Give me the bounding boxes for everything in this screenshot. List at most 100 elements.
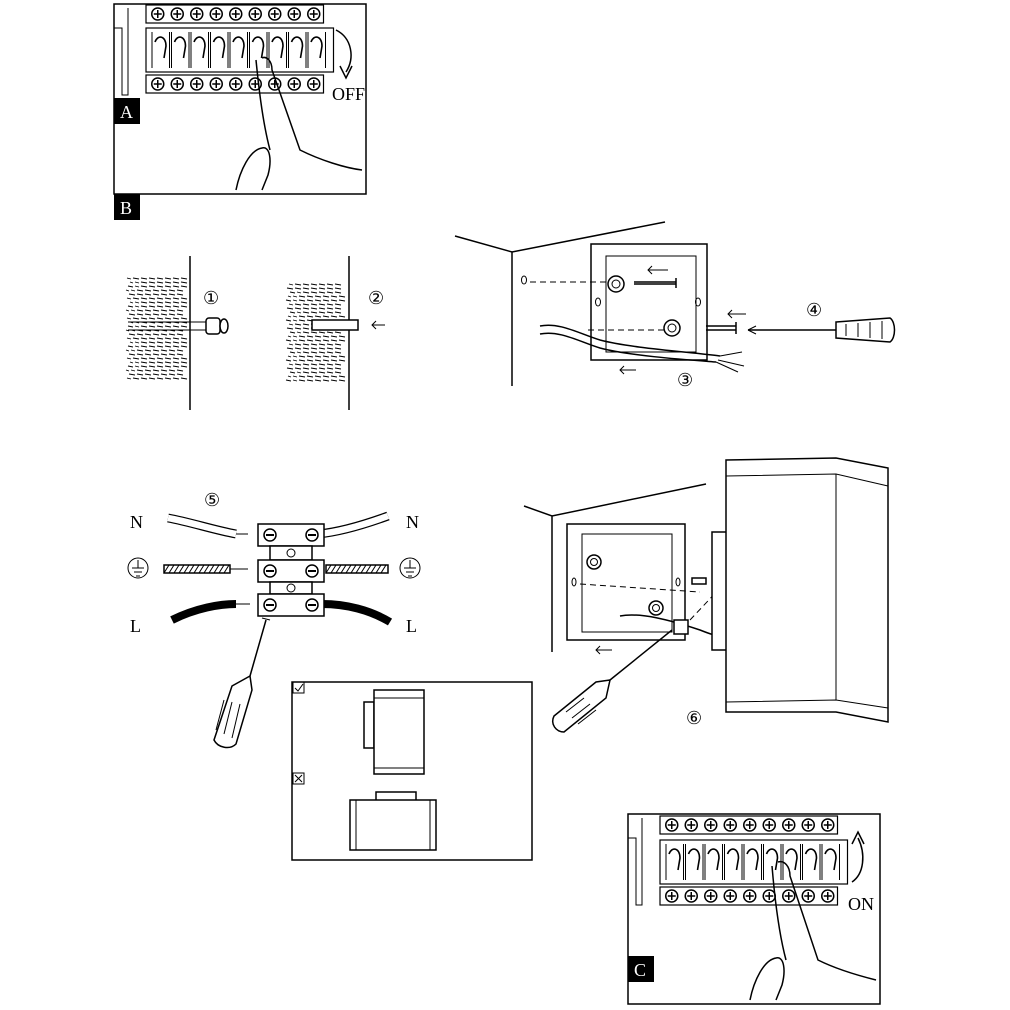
screw-slot bbox=[784, 892, 793, 900]
wall-lamp bbox=[725, 457, 889, 723]
ground-icon bbox=[127, 557, 149, 579]
tag-b bbox=[114, 194, 140, 220]
din-rail bbox=[628, 818, 643, 906]
live-wire bbox=[170, 600, 237, 624]
breaker-divider bbox=[190, 32, 209, 68]
step-5-number: ⑤ bbox=[204, 490, 220, 510]
arrow-up-icon bbox=[851, 837, 864, 883]
breaker-housing bbox=[659, 839, 849, 885]
screw-slot bbox=[251, 10, 260, 18]
screw-slot bbox=[745, 821, 754, 829]
breaker-lever bbox=[232, 36, 245, 59]
screw-slot bbox=[290, 10, 299, 18]
screw-slot bbox=[765, 892, 774, 900]
terminal-row-bottom bbox=[145, 74, 325, 94]
live-right-label: L bbox=[406, 616, 417, 636]
breaker-divider bbox=[171, 32, 190, 68]
wall-corner bbox=[454, 221, 666, 386]
screw-slot bbox=[765, 821, 774, 829]
breaker-divider bbox=[268, 32, 287, 68]
earth-wire bbox=[325, 564, 389, 574]
tag-c bbox=[628, 956, 654, 982]
step-4-number: ④ bbox=[806, 300, 822, 320]
breaker-lever bbox=[290, 36, 304, 59]
live-left-label: L bbox=[130, 616, 141, 636]
screw-slot bbox=[667, 821, 676, 829]
screw-slot bbox=[153, 10, 162, 18]
step-6-number: ⑥ bbox=[686, 708, 702, 728]
screw-slot bbox=[823, 892, 832, 900]
breaker-lever bbox=[212, 36, 226, 59]
breaker-divider bbox=[249, 32, 268, 68]
screw-slot bbox=[823, 821, 832, 829]
lamp-wrong bbox=[349, 791, 437, 851]
orientation-box bbox=[291, 681, 533, 861]
hand-icon bbox=[235, 147, 271, 191]
breaker-divider bbox=[704, 844, 723, 880]
breaker-lever bbox=[726, 848, 740, 871]
terminal-row-bottom bbox=[659, 886, 839, 906]
breaker-divider bbox=[307, 32, 326, 68]
screw bbox=[691, 577, 707, 585]
screw-slot bbox=[309, 80, 318, 88]
screwdriver-icon bbox=[213, 617, 271, 749]
wall-corner bbox=[523, 483, 707, 652]
screw-slot bbox=[687, 892, 696, 900]
breaker-divider bbox=[821, 844, 840, 880]
breaker-bank bbox=[659, 839, 849, 885]
screw-slot bbox=[192, 80, 201, 88]
screw-slot bbox=[270, 10, 279, 18]
screw bbox=[706, 325, 736, 331]
screw-slot bbox=[212, 80, 221, 88]
neutral-right-label: N bbox=[406, 512, 419, 532]
step-5-wiring: ⑤ N N L L bbox=[127, 490, 421, 749]
check-icon bbox=[292, 681, 305, 694]
breaker-lever bbox=[765, 848, 779, 871]
lamp-correct bbox=[363, 689, 425, 775]
arrow-left-icon bbox=[647, 265, 668, 275]
drill-bit bbox=[128, 321, 208, 331]
breaker-divider bbox=[210, 32, 229, 68]
breaker-housing bbox=[145, 27, 335, 73]
screwdriver-icon bbox=[552, 629, 673, 733]
screw-slot bbox=[290, 80, 299, 88]
breaker-bank bbox=[145, 27, 335, 73]
screw-slot bbox=[231, 80, 240, 88]
neutral-left-label: N bbox=[130, 512, 143, 532]
breaker-divider bbox=[229, 32, 248, 68]
arrow-left-icon bbox=[619, 365, 636, 375]
breaker-lever bbox=[154, 36, 167, 59]
screw-slot bbox=[726, 821, 735, 829]
junction-box bbox=[566, 523, 686, 641]
breaker-lever bbox=[746, 848, 759, 871]
screw-slot bbox=[153, 80, 162, 88]
breaker-lever bbox=[173, 36, 187, 59]
step-2-number: ② bbox=[368, 288, 384, 308]
svg-text:B: B bbox=[120, 198, 132, 218]
screw bbox=[673, 619, 689, 635]
breaker-lever bbox=[707, 848, 720, 871]
step-6-mount-lamp: ⑥ bbox=[523, 457, 889, 733]
screw-slot bbox=[231, 10, 240, 18]
breaker-lever bbox=[824, 848, 837, 871]
screw-slot bbox=[804, 892, 813, 900]
breaker-lever bbox=[687, 848, 701, 871]
tag-a bbox=[114, 98, 140, 124]
screw-slot bbox=[667, 892, 676, 900]
screw-slot bbox=[173, 80, 182, 88]
cable bbox=[539, 324, 721, 357]
screw-slot bbox=[706, 892, 715, 900]
breaker-lever bbox=[193, 36, 206, 59]
panel-breaker-off: OFF A B bbox=[113, 3, 367, 220]
wall-plug bbox=[311, 319, 359, 331]
breaker-divider bbox=[802, 844, 821, 880]
screw-slot bbox=[784, 821, 793, 829]
wall-texture bbox=[285, 283, 346, 382]
wall-hatching bbox=[285, 283, 346, 382]
step-2-plug: ② bbox=[285, 256, 385, 410]
ground-icon bbox=[399, 557, 421, 579]
on-label: ON bbox=[848, 894, 874, 914]
breaker-lever bbox=[668, 848, 681, 871]
breaker-lever bbox=[804, 848, 818, 871]
hand-icon bbox=[749, 957, 785, 1001]
